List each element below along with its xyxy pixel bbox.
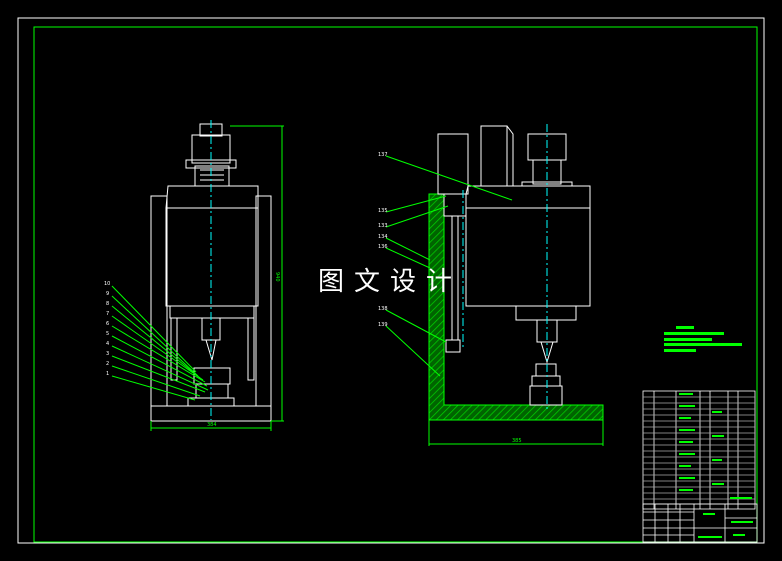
front-height-dim: 940 [274,272,280,282]
side-width-dim: 385 [512,438,522,444]
front-balloon-4: 4 [106,341,109,347]
title-block-entries [698,513,753,538]
parts-list-table [642,390,756,510]
outer-frame [17,17,765,544]
inner-frame [33,26,758,543]
front-dimensions [150,125,284,431]
side-balloon-4: 134 [378,234,388,240]
side-balloon-5: 136 [378,244,388,250]
front-balloon-10: 10 [104,281,110,287]
side-dimensions [428,420,604,446]
front-balloon-7: 7 [106,311,109,317]
parts-list-entries [679,393,752,499]
front-leaders [111,285,209,401]
watermark-text: 图文设计 [318,267,463,297]
technical-notes [664,326,742,352]
front-balloon-6: 6 [106,321,109,327]
front-width-dim: 384 [207,422,217,428]
side-balloon-7: 139 [378,322,388,328]
front-balloon-9: 9 [106,291,109,297]
front-balloon-5: 5 [106,331,109,337]
front-balloon-2: 2 [106,361,109,367]
side-balloon-3: 133 [378,223,388,229]
front-balloon-1: 1 [106,371,109,377]
side-balloon-2: 135 [378,208,388,214]
title-block [642,503,758,543]
side-leaders [385,155,513,377]
front-balloon-8: 8 [106,301,109,307]
side-view [437,125,591,406]
side-balloon-6: 138 [378,306,388,312]
front-balloon-3: 3 [106,351,109,357]
side-balloon-1: 137 [378,152,388,158]
